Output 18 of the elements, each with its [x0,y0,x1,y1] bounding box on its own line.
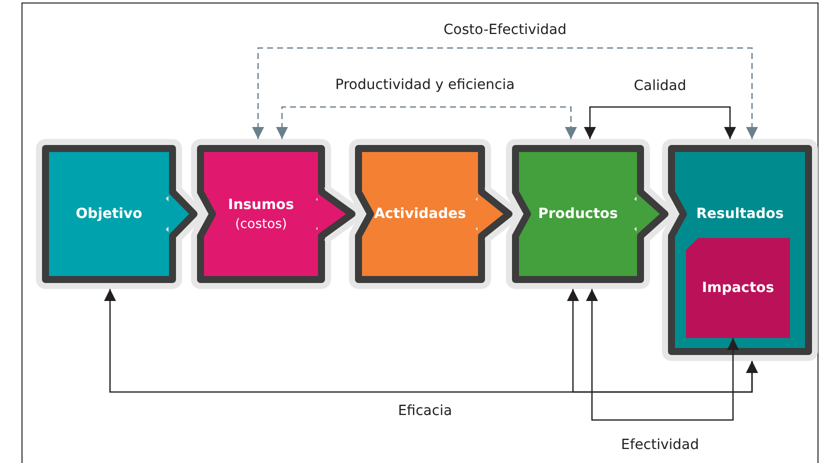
connector-arrow [252,47,758,139]
node-title: Insumos [228,196,294,212]
node-subtitle: (costos) [235,216,287,232]
connector-arrow [584,106,736,139]
node-title: Resultados [696,206,784,222]
node-title: Objetivo [76,206,142,222]
node-title: Impactos [702,280,774,296]
outputs-box [506,139,650,289]
connector-arrow [566,289,758,393]
connector-arrow [276,106,577,139]
node-title: Actividades [374,206,466,222]
impacts-box [686,238,790,338]
goal-box [36,139,182,289]
connector-arrow [586,289,739,421]
inputs-box [191,139,331,289]
outcomes-panel [662,139,818,361]
activities-box [349,139,491,289]
node-title: Productos [538,206,618,222]
